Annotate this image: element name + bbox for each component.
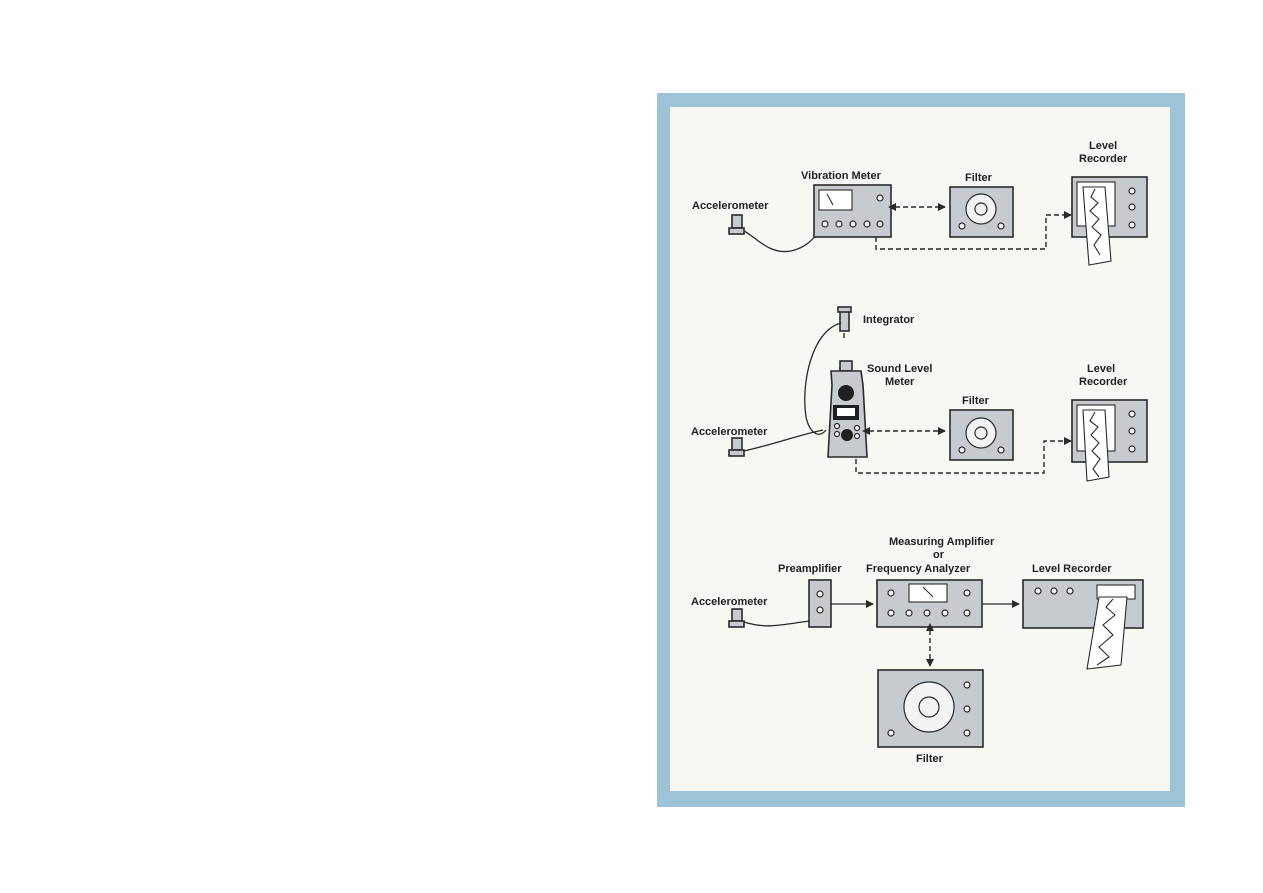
- vibration-meter-icon: [813, 184, 892, 238]
- setup1-level-recorder-label-line2: Recorder: [1079, 153, 1128, 165]
- measurement-setups-diagram: Accelerometer Vibration Meter Filter: [651, 85, 1189, 823]
- setup-1: Accelerometer Vibration Meter Filter: [692, 140, 1148, 266]
- measuring-amplifier-label-line1: Measuring Amplifier: [889, 536, 995, 548]
- setup2-level-recorder-icon: [1071, 399, 1148, 482]
- preamplifier-icon: [808, 579, 832, 628]
- setup1-filter-icon: [949, 186, 1014, 238]
- setup-3: Measuring Amplifier or Frequency Analyze…: [691, 536, 1144, 765]
- vibration-meter-label: Vibration Meter: [801, 170, 882, 182]
- setup3-level-recorder-icon: [1022, 579, 1144, 670]
- sound-level-meter-label-line1: Sound Level: [867, 363, 932, 375]
- integrator-label: Integrator: [863, 314, 915, 326]
- setup2-level-recorder-label-line1: Level: [1087, 363, 1115, 375]
- setup2-accelerometer-label: Accelerometer: [691, 426, 768, 438]
- measuring-amplifier-icon: [876, 579, 983, 628]
- setup1-filter-label: Filter: [965, 172, 993, 184]
- setup3-level-recorder-label: Level Recorder: [1032, 563, 1112, 575]
- setup2-filter-icon: [949, 409, 1014, 461]
- setup3-filter-label: Filter: [916, 753, 944, 765]
- figure: Accelerometer Vibration Meter Filter: [651, 85, 1189, 823]
- setup1-accelerometer-label: Accelerometer: [692, 200, 769, 212]
- setup2-level-recorder-label-line2: Recorder: [1079, 376, 1128, 388]
- setup2-filter-label: Filter: [962, 395, 990, 407]
- setup2-accelerometer-icon: [728, 437, 745, 457]
- measuring-amplifier-label-line2: or: [933, 549, 945, 561]
- setup3-filter-icon: [877, 669, 984, 748]
- sound-level-meter-icon: [827, 360, 868, 458]
- setup1-level-recorder-icon: [1071, 176, 1148, 266]
- measuring-amplifier-label-line3: Frequency Analyzer: [866, 563, 971, 575]
- sound-level-meter-label-line2: Meter: [885, 376, 915, 388]
- integrator-icon: [837, 306, 852, 341]
- setup1-accelerometer-icon: [728, 214, 745, 235]
- setup3-accelerometer-label: Accelerometer: [691, 596, 768, 608]
- setup-2: Integrator Sound Level Meter Acceleromet…: [691, 306, 1148, 482]
- setup1-level-recorder-label-line1: Level: [1089, 140, 1117, 152]
- setup3-accelerometer-icon: [728, 608, 745, 628]
- preamplifier-label: Preamplifier: [778, 563, 842, 575]
